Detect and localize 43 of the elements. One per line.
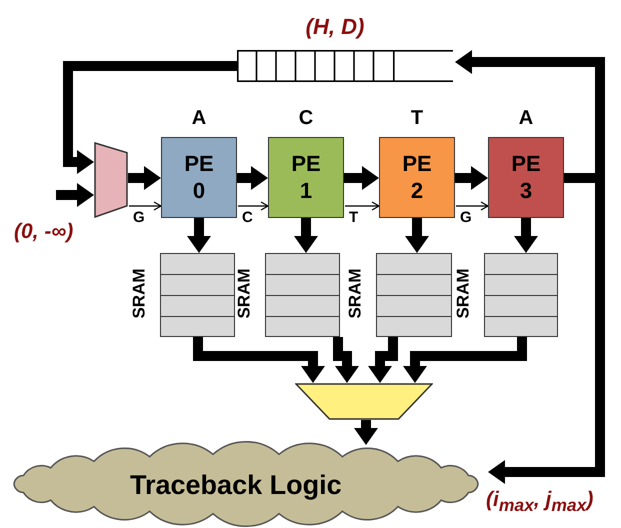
arrow (187, 218, 211, 253)
cloud-label: Traceback Logic (130, 470, 342, 501)
base-letter: C (298, 107, 314, 130)
arrow (128, 166, 161, 190)
sram-label: SRAM (346, 268, 364, 319)
arrow (514, 218, 538, 253)
sram-label: SRAM (236, 268, 253, 319)
arrow (403, 337, 527, 383)
arrow (354, 420, 378, 445)
processing-element (268, 137, 344, 218)
arrow (456, 201, 489, 211)
arrow (455, 166, 488, 190)
base-letter: T (410, 107, 424, 130)
base-letter: A (192, 107, 206, 130)
arrow (193, 337, 325, 383)
arrow (237, 166, 268, 190)
arrow (405, 218, 429, 253)
pe-label: PE 2 (401, 151, 433, 204)
arrow (368, 337, 398, 383)
processing-element (488, 137, 564, 218)
processing-element (379, 137, 455, 218)
pe-label: PE 3 (510, 151, 542, 204)
arrow (333, 337, 359, 383)
arrow (238, 201, 269, 211)
processing-element (161, 137, 237, 218)
arrow (63, 61, 237, 174)
input-value-label: (0, -∞) (14, 220, 74, 244)
queue-label: (H, D) (306, 14, 364, 40)
pe-label: PE 1 (290, 151, 322, 204)
edge-label: T (349, 210, 358, 226)
arrow (56, 183, 94, 207)
edge-label: C (242, 210, 253, 226)
arrow (294, 218, 318, 253)
edge-label: G (133, 210, 145, 226)
arrow (345, 201, 380, 211)
sram-label: SRAM (130, 268, 148, 319)
sram-label: SRAM (454, 268, 472, 319)
arrow (344, 166, 379, 190)
arrow (129, 201, 162, 211)
edge-label: G (460, 210, 472, 226)
edge-label: (i$_{max}$, j$_{max}$) (486, 488, 594, 516)
pe-label: PE 0 (183, 151, 215, 204)
base-letter: A (518, 107, 534, 130)
